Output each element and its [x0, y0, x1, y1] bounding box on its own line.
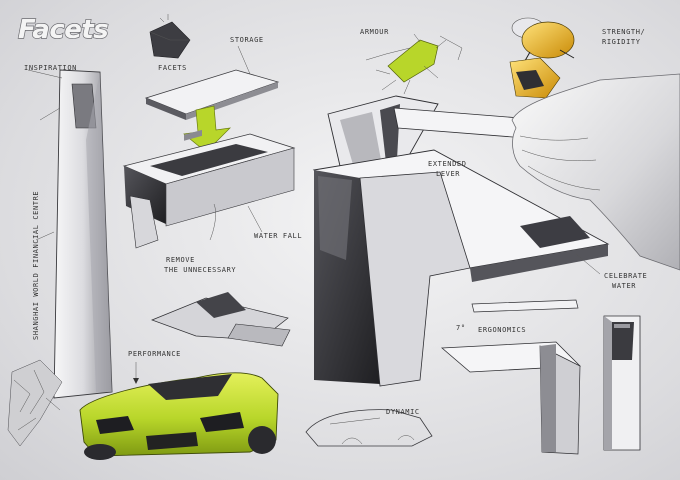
main-faucet — [312, 95, 610, 387]
hand-sketch — [511, 73, 680, 271]
ergonomics-faucet — [440, 299, 581, 455]
label-angle: 7° — [456, 324, 466, 332]
bee-sketch — [509, 17, 575, 99]
label-celebrate-2: WATER — [612, 282, 636, 290]
label-dynamic: DYNAMIC — [386, 408, 420, 416]
tower-sketch — [7, 69, 113, 447]
label-facets: FACETS — [158, 64, 187, 72]
stealth-wing-sketch — [151, 292, 291, 347]
label-strength: STRENGTH/ — [602, 28, 645, 36]
label-performance: PERFORMANCE — [128, 350, 181, 358]
label-remove-1: REMOVE — [166, 256, 195, 264]
label-rigidity: RIGIDITY — [602, 38, 641, 46]
board-title: Facets — [18, 15, 108, 45]
label-celebrate-1: CELEBRATE — [604, 272, 647, 280]
label-armour: ARMOUR — [360, 28, 389, 36]
dynamic-car-outline — [305, 409, 433, 447]
facets-gem — [149, 14, 191, 59]
label-shanghai: SHANGHAI WORLD FINANCIAL CENTRE — [32, 191, 40, 340]
green-sportscar — [79, 372, 279, 460]
label-ergonomics: ERGONOMICS — [478, 326, 526, 334]
label-waterfall: WATER FALL — [254, 232, 302, 240]
armour-bug — [365, 33, 463, 95]
label-remove-2: THE UNNECESSARY — [164, 266, 236, 274]
front-view-faucet — [603, 315, 641, 451]
label-inspiration: INSPIRATION — [24, 64, 77, 72]
label-extended-1: EXTENDED — [428, 160, 467, 168]
label-storage: STORAGE — [230, 36, 264, 44]
label-extended-2: LEVER — [436, 170, 460, 178]
storage-box — [122, 129, 296, 249]
